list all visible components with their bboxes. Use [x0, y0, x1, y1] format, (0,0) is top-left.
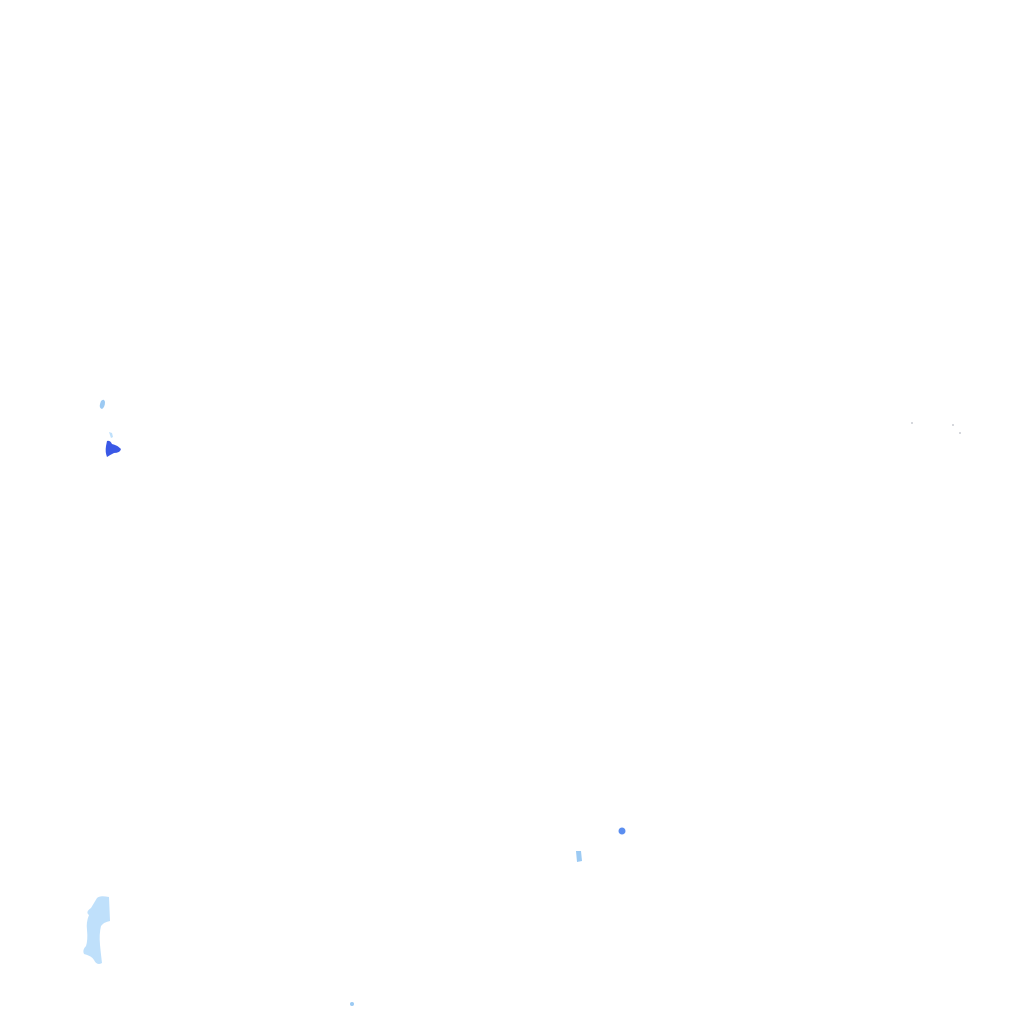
speck-9: [959, 432, 961, 434]
water-patch-0: [99, 399, 105, 409]
speck-7: [911, 422, 913, 424]
water-patch-4: [576, 851, 582, 862]
water-patch-6: [350, 1002, 354, 1006]
water-patch-5: [83, 896, 110, 964]
water-patch-1: [109, 432, 113, 438]
speck-8: [952, 424, 954, 426]
water-patch-3: [618, 827, 626, 835]
water-patch-2: [105, 440, 121, 457]
